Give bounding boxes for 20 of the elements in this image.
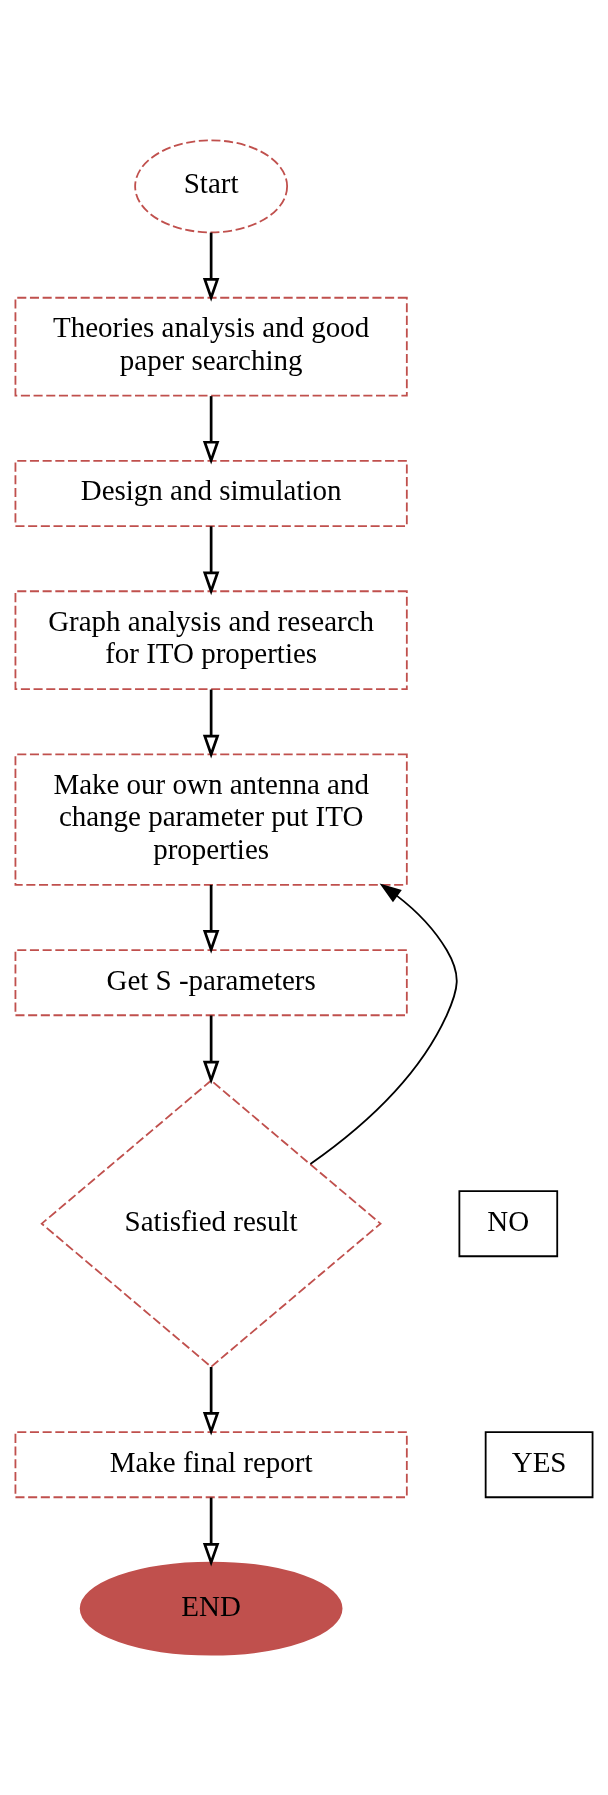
arrow (309, 883, 458, 1165)
node-box: NO (458, 1190, 559, 1258)
arrow (202, 526, 220, 596)
node-ellipse: END (79, 1561, 343, 1656)
arrow (202, 1015, 220, 1085)
arrow (202, 396, 220, 465)
arrow (202, 884, 220, 954)
node-diamond: Satisfied result (40, 1079, 382, 1368)
node-box: Graph analysis and research for ITO properties (14, 590, 408, 691)
node-ellipse: Start (134, 139, 289, 234)
arrow (202, 1497, 220, 1567)
arrow (202, 1366, 220, 1436)
node-box: Theories analysis and good paper searching (14, 296, 408, 397)
node-box: Design and simulation (14, 459, 408, 527)
node-box: YES (484, 1431, 594, 1499)
arrow (202, 232, 220, 302)
node-box: Make our own antenna and change parameter put ITO properties (14, 753, 408, 886)
node-box: Get S -parameters (14, 949, 408, 1017)
arrow (202, 689, 220, 759)
node-box: Make final report (14, 1431, 408, 1499)
